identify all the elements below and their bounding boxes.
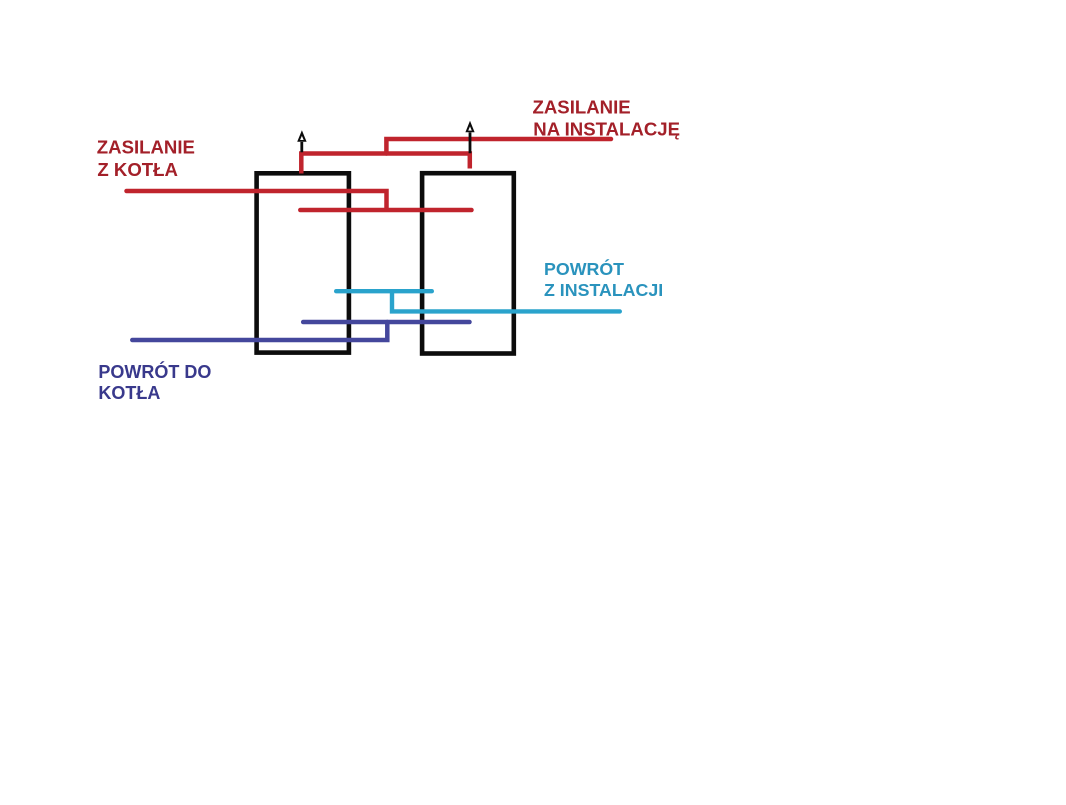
svg-text:POWRÓT DO: POWRÓT DO — [98, 361, 211, 382]
svg-text:ZASILANIE: ZASILANIE — [533, 96, 631, 117]
svg-text:NA INSTALACJĘ: NA INSTALACJĘ — [533, 118, 680, 139]
svg-text:Z KOTŁA: Z KOTŁA — [97, 159, 178, 180]
svg-text:KOTŁA: KOTŁA — [98, 383, 160, 403]
svg-text:ZASILANIE: ZASILANIE — [97, 137, 195, 158]
svg-text:POWRÓT: POWRÓT — [544, 258, 624, 279]
svg-text:Z INSTALACJI: Z INSTALACJI — [544, 280, 663, 300]
